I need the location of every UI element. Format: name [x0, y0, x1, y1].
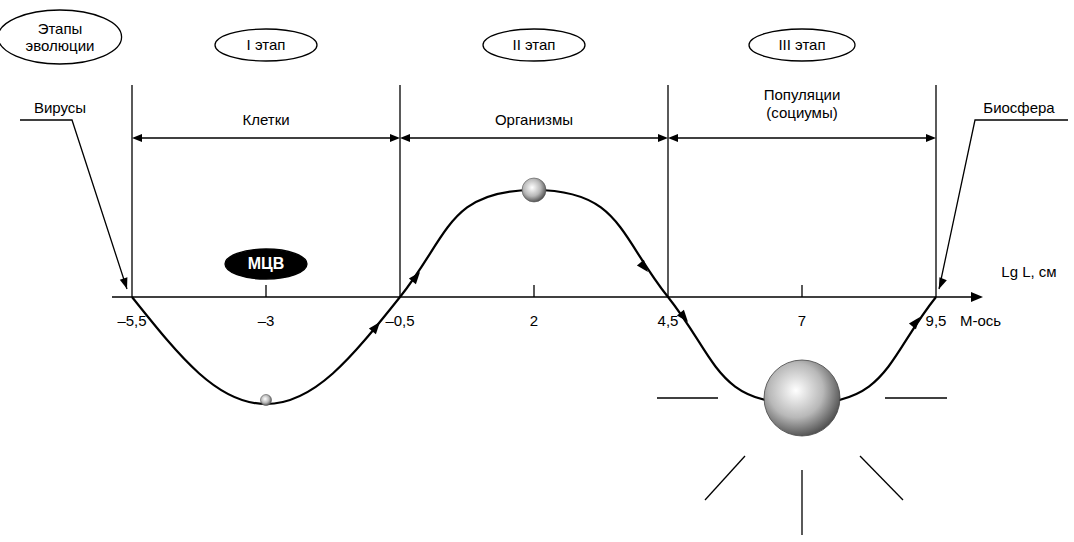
stage-text: II этап [513, 36, 556, 53]
stage-text: I этап [247, 36, 286, 53]
stage-text: Этапы эволюции [20, 20, 100, 55]
axis-number: –0,5 [385, 312, 414, 330]
axis-number: 7 [798, 312, 806, 330]
group-label: Организмы [495, 111, 573, 129]
stage-text: III этап [778, 36, 825, 53]
stage-ellipse: II этап [482, 28, 586, 62]
stage-ellipse: III этап [748, 28, 856, 62]
axis-number: 9,5 [926, 312, 947, 330]
callout-label: Биосфера [983, 99, 1054, 117]
marker-ellipse: МЦВ [224, 248, 308, 280]
axis-title: М-ось [960, 312, 1001, 330]
marker-text: МЦВ [248, 255, 285, 273]
stage-ellipse: I этап [214, 28, 318, 62]
callout-label: Вирусы [34, 99, 86, 117]
axis-number: –5,5 [117, 312, 146, 330]
group-label: Популяции (социумы) [737, 86, 867, 122]
group-label: Клетки [242, 111, 289, 129]
stage-heading-ellipse: Этапы эволюции [0, 9, 123, 65]
axis-number: 4,5 [658, 312, 679, 330]
axis-title: Lg L, см [1001, 263, 1056, 281]
axis-number: 2 [530, 312, 538, 330]
axis-number: –3 [258, 312, 275, 330]
